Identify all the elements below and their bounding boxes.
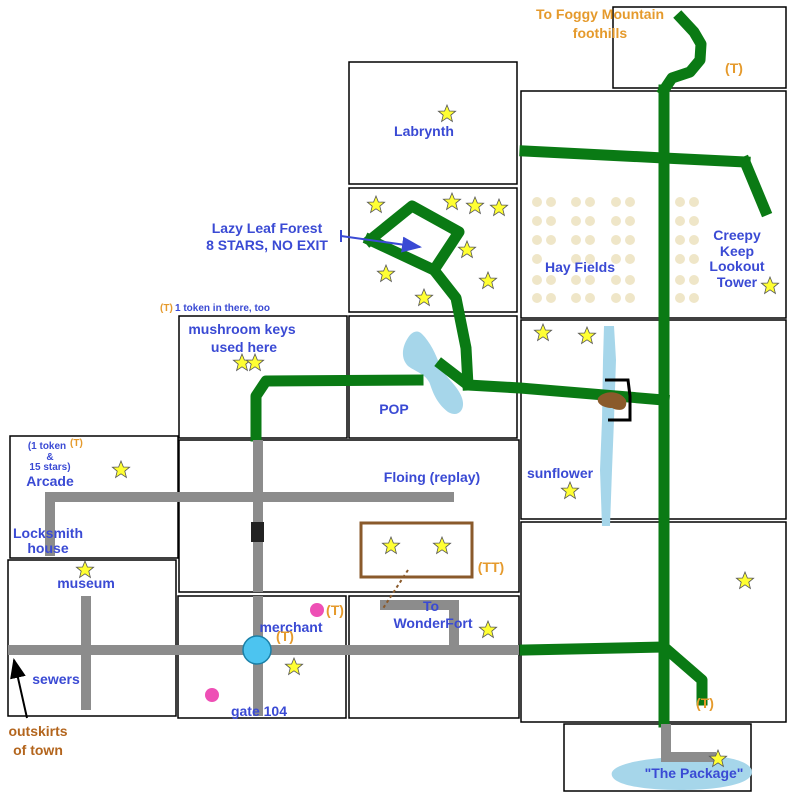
token-note-t: (T) — [160, 303, 173, 314]
green-paths — [250, 10, 773, 728]
arcade-note-1: (1 token — [28, 441, 66, 452]
lazy-leaf-pointer — [340, 235, 422, 253]
tt-token: (TT) — [478, 559, 504, 575]
room-sunflower — [520, 319, 787, 520]
merchant-dot-2[interactable] — [205, 688, 219, 702]
outskirts-arrow — [10, 658, 28, 719]
hay-bales — [532, 197, 699, 303]
lazy-leaf-note: 8 STARS, NO EXIT — [206, 237, 328, 253]
floing-label: Floing (replay) — [384, 469, 480, 485]
wonderfort-label-2: WonderFort — [393, 615, 472, 631]
wonderfort-label-1: To — [423, 598, 439, 614]
gate-104-label: gate 104 — [231, 703, 287, 719]
outskirts-label-2: of town — [13, 742, 63, 758]
arcade-note-2: & — [46, 452, 53, 463]
package-label: "The Package" — [645, 765, 744, 781]
gate-104-marker[interactable] — [242, 635, 272, 665]
grey-paths — [8, 440, 716, 762]
creepy-keep-label-2: Keep — [720, 243, 754, 259]
hay-fields-label: Hay Fields — [545, 259, 615, 275]
east-field-token: (T) — [696, 695, 714, 711]
museum-label: museum — [57, 575, 115, 591]
locksmith-label-2: house — [27, 540, 68, 556]
merchant-label: merchant — [259, 619, 322, 635]
gate-token: (T) — [276, 628, 294, 644]
arcade-note-3: 15 stars) — [29, 462, 70, 473]
sunflower-river — [600, 326, 616, 526]
locksmith-label-1: Locksmith — [13, 525, 83, 541]
room-floing — [178, 439, 520, 593]
merchant-dot[interactable] — [310, 603, 324, 617]
mushroom-label-2: used here — [211, 339, 277, 355]
lazy-leaf-label: Lazy Leaf Forest — [212, 220, 323, 236]
wonderfort-link — [381, 569, 409, 611]
pop-pond — [402, 331, 464, 415]
arcade-label: Arcade — [26, 473, 74, 489]
foggy-mountain-label: To Foggy Mountain — [536, 6, 664, 22]
sewers-label: sewers — [32, 671, 80, 687]
pop-label: POP — [379, 401, 409, 417]
creepy-keep-label-1: Creepy — [713, 227, 761, 243]
room-hay-fields — [520, 90, 787, 319]
labrynth-label: Labrynth — [394, 123, 454, 139]
creepy-keep-label-4: Tower — [717, 274, 758, 290]
creepy-keep-label-3: Lookout — [709, 258, 765, 274]
foggy-token: (T) — [725, 60, 743, 76]
token-note: 1 token in there, too — [175, 303, 270, 314]
sunflower-label: sunflower — [527, 465, 594, 481]
room-museum — [7, 559, 177, 717]
room-labrynth — [348, 61, 518, 185]
merchant-token: (T) — [326, 602, 344, 618]
mushroom-label-1: mushroom keys — [188, 321, 296, 337]
package-pond — [611, 755, 752, 790]
room-east-field — [520, 521, 787, 723]
wonderfort-box[interactable] — [359, 521, 474, 579]
arcade-note-t: (T) — [70, 438, 83, 449]
outskirts-label-1: outskirts — [8, 723, 67, 739]
foggy-mountain-label-2: foothills — [573, 25, 628, 41]
room-wonderfort-gate — [348, 595, 520, 719]
bridge-icon — [597, 378, 632, 422]
door-marker — [251, 522, 264, 542]
